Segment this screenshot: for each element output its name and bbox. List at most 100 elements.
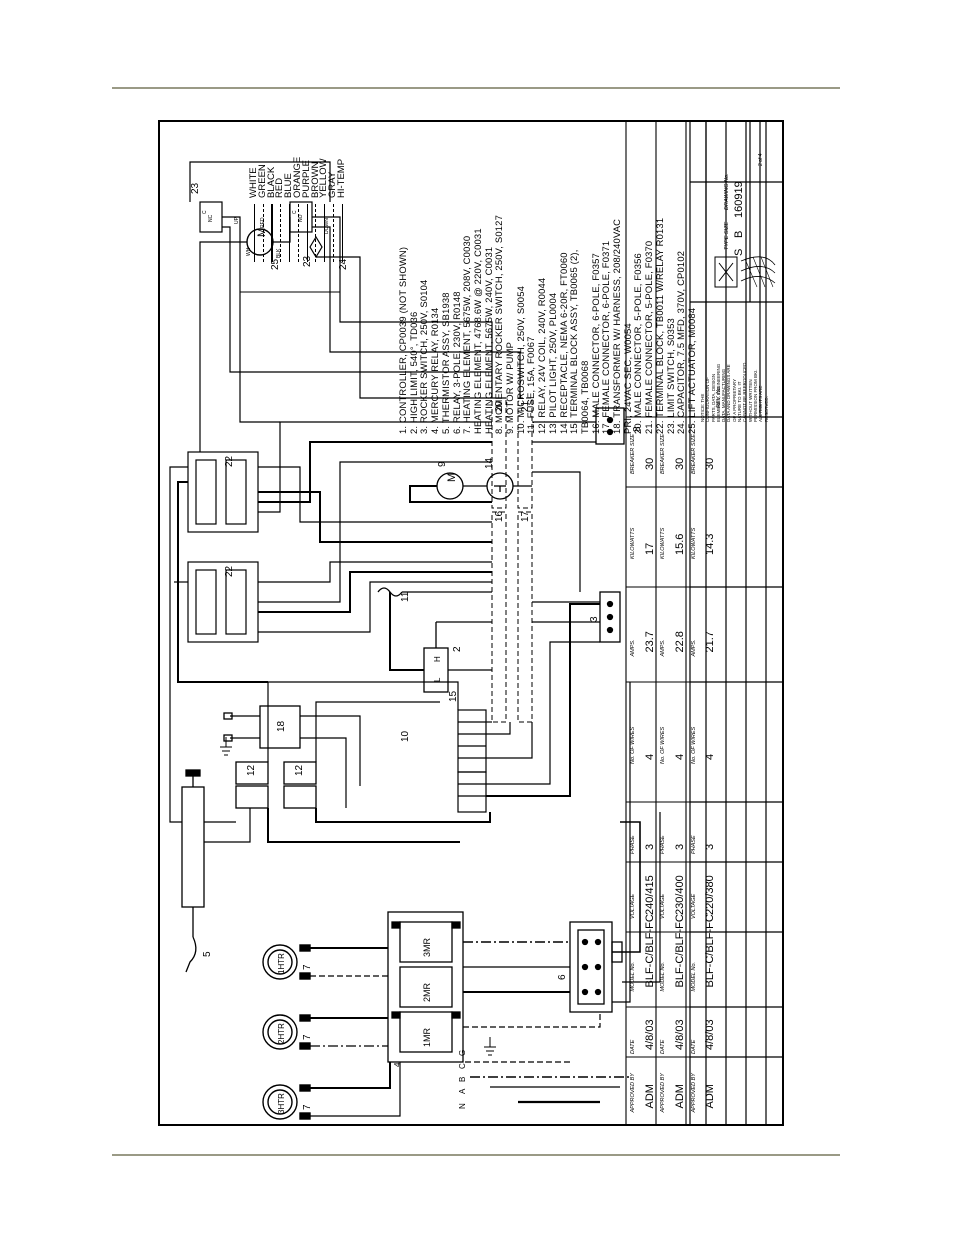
spec-table-header: MODEL No. [630,962,636,992]
high-limit-l: L [433,677,442,682]
callout-17: 17 [520,510,531,522]
drawing-sheet: 2 of 4 [758,153,764,166]
schematic-drawing-frame: 1HTR 2HTR 3HTR 1MR 2MR 3MR N A B C G M M… [158,120,784,1126]
spec-table-cell: 240/415 [644,875,656,915]
callout-7-b: 7 [302,1034,313,1040]
callout-15: 15 [448,690,459,702]
spec-table-header: KILOWATTS [630,527,636,559]
callout-24: 24 [338,258,349,270]
callout-7-c: 7 [302,1104,313,1110]
connector-16-17 [491,511,533,723]
connector-20-21 [491,397,533,509]
mercury-relay-block [387,911,464,1063]
legend-item: 5. THERMISTOR ASSY, SB1938 [439,292,451,434]
callout-7-a: 7 [302,964,313,970]
spec-table-cell: 14.3 [704,534,716,555]
component-legend: 1. CONTROLLER, CP0039 (NOT SHOWN)2. HIGH… [397,215,698,434]
drawing-number: 160919 [733,181,745,218]
spec-table: APPROVED BY ADM DATE 4/8/03 MODEL No. BLF-C/B… [625,122,716,1124]
lift-up-label: UP [234,216,240,224]
spec-table-cell: 3 [704,844,716,850]
spec-table-cell: 30 [644,458,656,470]
callout-12-a: 12 [246,764,257,776]
limit-up-c: C [202,210,208,214]
legend-item: 25. LIFT ACTUATOR, M0084 [685,307,697,434]
wire-color-swatch [262,204,264,262]
wire-color-swatch [341,204,343,262]
wire-color-swatch [306,204,308,262]
callout-2: 2 [452,646,463,652]
spec-table-header: APPROVED BY [660,1073,666,1114]
callout-10: 10 [400,730,411,742]
drawing-size: B [733,231,745,238]
spec-table-header: VOLTAGE [660,894,666,919]
spec-table-header: AMPS. [660,639,666,657]
spec-table-header: PHASE [630,835,636,854]
spec-table-header: KILOWATTS [691,527,697,559]
wire-color-label: HI-TEMP [335,158,347,198]
callout-16: 16 [494,510,505,522]
spec-table-cell: 3 [674,844,686,850]
bki-logo-icon [714,256,776,288]
spec-table-cell: 3 [644,844,656,850]
spec-table-grid [625,122,690,1124]
momentary-rocker-switch [595,407,625,445]
receptacle [486,472,514,500]
lift-down-label: DOWN [324,218,330,234]
spec-table-cell: ADM [674,1084,686,1108]
callout-23-a: 23 [190,182,201,194]
callout-12-b: 12 [294,764,305,776]
wiring-schematic: 1HTR 2HTR 3HTR 1MR 2MR 3MR N A B C G M M… [169,122,782,1124]
spec-table-cell: BLF-C/BLF-FC [644,914,656,987]
callout-14: 14 [484,457,495,469]
heater-2htr [262,1014,311,1050]
spec-table-cell: 4 [644,754,656,760]
callout-25: 25 [270,258,281,270]
callout-6: 6 [557,974,568,980]
spec-table-cell: 30 [674,458,686,470]
spec-table-header: PHASE [660,835,666,854]
wire-color-swatch [253,204,255,262]
spec-table-cell: 220/380 [704,875,716,915]
legend-item: 13. PILOT LIGHT, 250V, PL0004 [546,292,558,434]
wiring [169,161,661,1117]
relay-3-pole [569,921,623,1013]
rocker-switch [599,591,621,643]
wire-color-swatch [270,204,273,262]
relay-label-2mr: 2MR [422,982,432,1002]
spec-table-cell: 4/8/03 [704,1019,716,1050]
relay-label-1mr: 1MR [422,1027,432,1047]
spec-table-header: APPROVED BY [691,1073,697,1114]
callout-18: 18 [276,720,287,732]
spec-table-header: KILOWATTS [660,527,666,559]
high-limit-h: H [433,656,442,662]
transformer [223,705,330,749]
limit-down-no: NO [298,214,304,222]
spec-table-header: AMPS. [630,639,636,657]
spec-table-header: MODEL No. [691,962,697,992]
spec-table-cell: 15.6 [674,534,686,555]
spec-table-header: BREAKER SIZE [660,434,666,474]
heater-label-3htr: 3HTR [277,1093,286,1114]
supply-label-n: N [458,1103,467,1109]
spec-table-header: VOLTAGE [630,894,636,919]
spec-table-header: AMPS. [691,639,697,657]
callout-8: 8 [632,426,643,432]
heater-elements [262,944,311,1120]
motor-label: M [446,473,458,482]
spec-table-cell: 230/400 [674,875,686,915]
spec-table-cell: 22.8 [674,631,686,652]
legend-item: 22. TERMINAL BLOCK, TB0011 W/RELAY R0131 [653,217,665,434]
wire-color-swatch [297,204,299,262]
spec-table-header: BREAKER SIZE [691,434,697,474]
wire-color-swatch [324,204,326,262]
spec-table-cell: 23.7 [644,631,656,652]
spec-table-header: No. OF WIRES [660,726,666,764]
spec-table-cell: 30 [704,458,716,470]
lift-wh-label: WH [246,247,252,256]
wire-color-swatch [333,204,335,262]
spec-table-header: DATE [660,1039,666,1054]
limit-down-c: C [292,210,298,214]
lift-motor-label: M [256,228,268,237]
spec-table-header: PHASE [691,835,697,854]
